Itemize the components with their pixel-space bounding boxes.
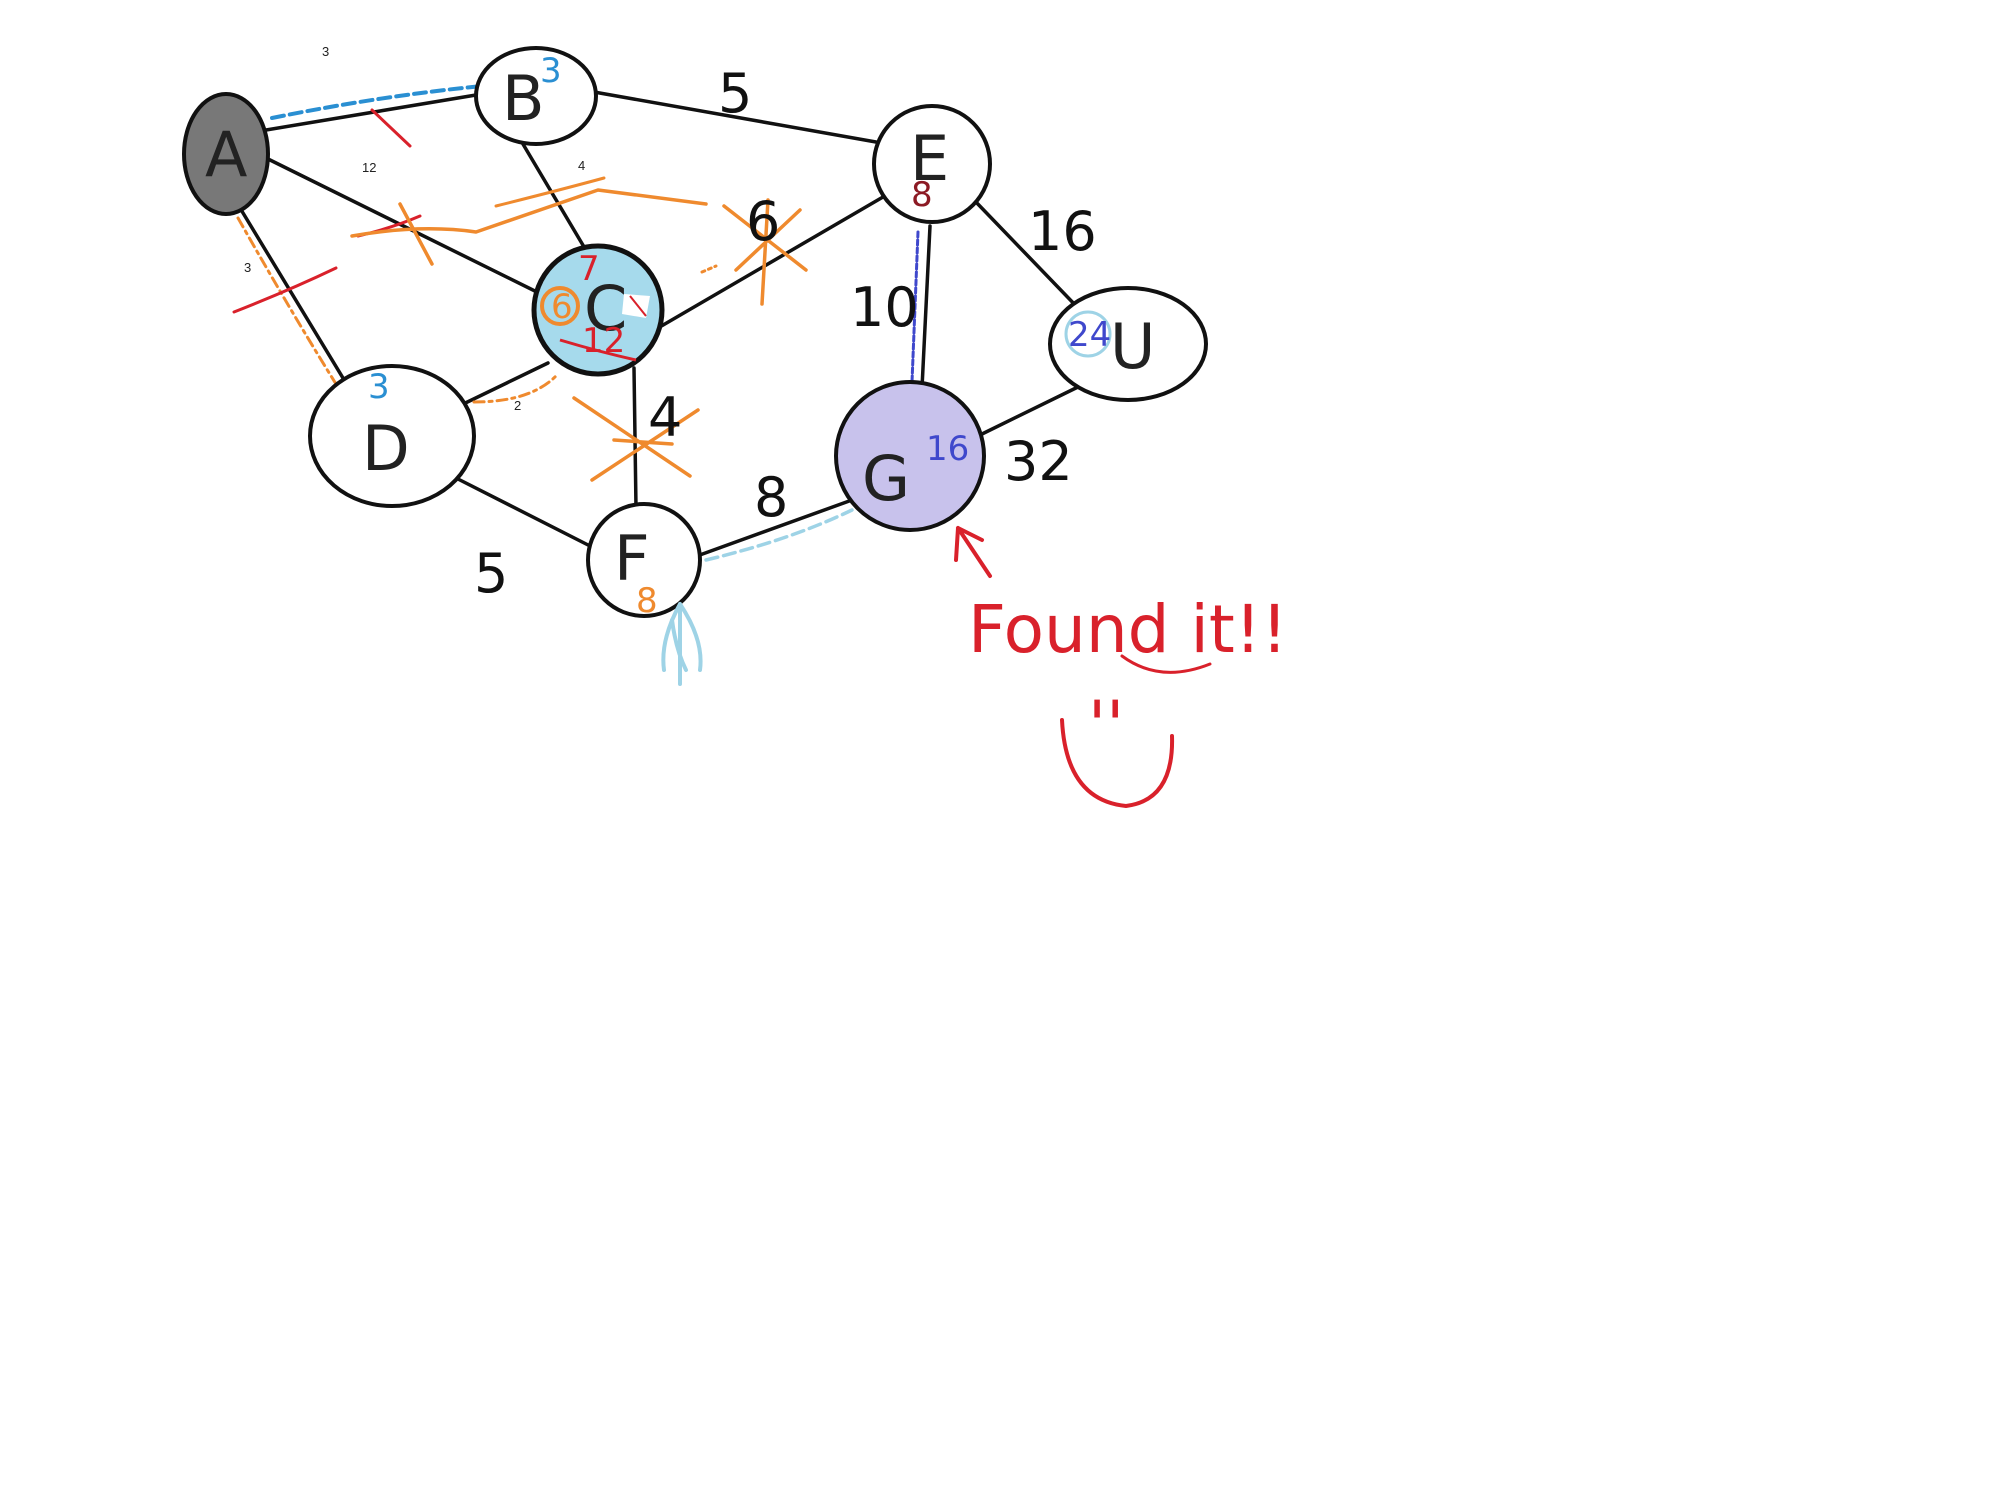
node-c-scribble xyxy=(629,295,647,317)
dashed-path-a-d xyxy=(236,216,338,386)
node-d-distance: 3 xyxy=(368,367,390,407)
annotations xyxy=(661,526,1212,808)
found-swoosh xyxy=(1120,654,1212,674)
dashed-path-f-g xyxy=(704,508,854,562)
node-c-old-distance: 7 xyxy=(578,249,600,289)
node-b[interactable]: B 3 xyxy=(474,46,598,146)
node-u-distance-circle xyxy=(1064,310,1112,358)
weight-b-c: 4 xyxy=(578,158,585,173)
edge-d-f xyxy=(454,476,596,550)
orange-cross-a-c xyxy=(350,188,708,266)
weight-a-b: 3 xyxy=(322,44,329,59)
path-dashes xyxy=(236,84,920,562)
node-u[interactable]: 24 U xyxy=(1048,286,1208,402)
edge-b-c xyxy=(515,132,592,259)
orange-cross-b-c xyxy=(494,176,606,208)
edge-d-c xyxy=(453,361,550,410)
node-g-distance: 16 xyxy=(926,429,969,469)
node-b-distance: 3 xyxy=(540,51,562,91)
weight-e-u: 16 xyxy=(1028,200,1097,263)
arrow-to-g xyxy=(954,526,992,578)
node-a[interactable]: A xyxy=(182,92,270,216)
orange-cross-c-e xyxy=(722,198,808,306)
node-u-label: U xyxy=(1110,310,1155,383)
weight-d-f: 5 xyxy=(474,542,508,605)
node-c-distance: 6 xyxy=(551,287,573,327)
edge-g-u xyxy=(980,384,1082,436)
node-d-label: D xyxy=(362,412,410,485)
node-e-distance: 8 xyxy=(911,175,933,215)
edge-weights: 3 12 3 4 5 2 6 4 5 8 10 16 32 xyxy=(244,44,1097,605)
edge-e-u xyxy=(972,198,1082,312)
arrow-to-f xyxy=(661,602,703,686)
node-f-distance: 8 xyxy=(636,581,658,621)
node-d[interactable]: D 3 xyxy=(308,364,476,508)
node-f-label: F xyxy=(614,522,650,595)
dashed-path-e-g xyxy=(910,230,920,384)
weight-a-c: 12 xyxy=(362,160,376,175)
red-strike-a-d xyxy=(232,266,338,314)
node-c-strike xyxy=(559,338,637,362)
node-a-label: A xyxy=(205,118,247,191)
weight-a-d: 3 xyxy=(244,260,251,275)
node-c-distance-circle xyxy=(540,286,580,326)
red-strike-a-b xyxy=(370,108,412,148)
edge-e-g xyxy=(920,224,932,390)
edge-a-c xyxy=(264,156,547,298)
edge-c-e xyxy=(656,195,885,330)
node-u-distance: 24 xyxy=(1068,315,1111,355)
weight-d-c: 2 xyxy=(514,398,521,413)
weight-f-g: 8 xyxy=(754,466,788,529)
edge-a-d xyxy=(238,206,348,385)
node-e-label: E xyxy=(910,122,949,195)
node-f[interactable]: F 8 xyxy=(586,502,702,621)
weight-c-e: 6 xyxy=(746,190,780,253)
node-g-label: G xyxy=(862,442,910,515)
edge-f-g xyxy=(695,498,854,558)
orange-dots-c-e xyxy=(700,264,718,274)
weight-b-e: 5 xyxy=(718,62,752,125)
node-b-label: B xyxy=(502,62,545,135)
node-c-label: C xyxy=(584,272,627,345)
node-e[interactable]: E 8 xyxy=(872,104,992,224)
weight-c-f: 4 xyxy=(648,386,682,449)
node-g[interactable]: G 16 xyxy=(834,380,986,532)
found-it-note: Found it!! xyxy=(968,591,1288,668)
nodes: A B 3 6 C 7 12 D 3 E xyxy=(182,46,1208,621)
smiley-mouth xyxy=(1060,718,1175,808)
cross-marks xyxy=(232,108,808,482)
node-c[interactable]: 6 C 7 12 xyxy=(531,243,665,377)
edge-b-e xyxy=(592,90,878,144)
weight-g-u: 32 xyxy=(1004,430,1073,493)
weight-e-g: 10 xyxy=(850,276,919,339)
edges xyxy=(238,90,1082,558)
dashed-path-a-b xyxy=(270,84,484,120)
smiley-eyes: '' xyxy=(1088,687,1124,764)
dashed-path-d-c xyxy=(472,374,558,404)
orange-cross-c-f xyxy=(572,396,700,482)
